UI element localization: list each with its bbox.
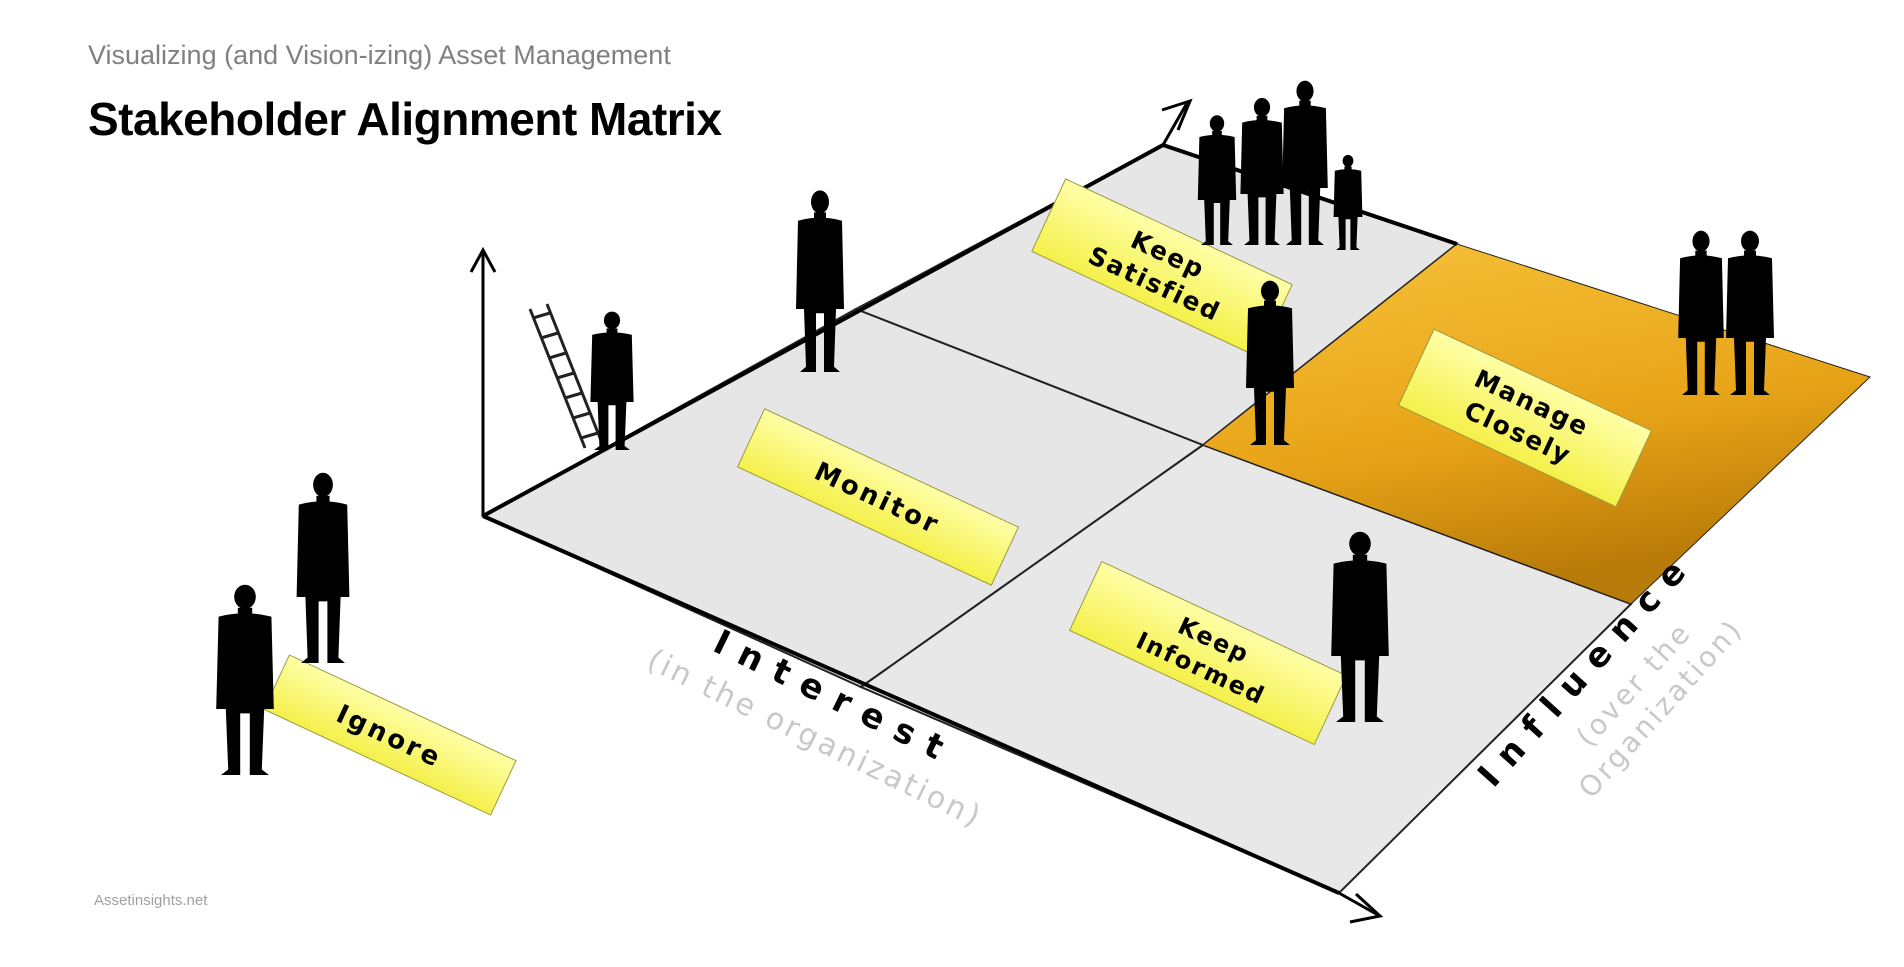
credit-text: Assetinsights.net bbox=[94, 892, 208, 909]
person-phone-ignore bbox=[296, 472, 350, 663]
person-woman-ignore bbox=[216, 584, 274, 775]
front-edge bbox=[482, 514, 1340, 895]
influence-axis-arrow bbox=[1338, 891, 1384, 924]
slide-subtitle: Visualizing (and Vision-izing) Asset Man… bbox=[88, 40, 671, 70]
vertical-axis-arrow bbox=[469, 246, 497, 516]
interest-edge bbox=[482, 143, 1164, 518]
slide-title: Stakeholder Alignment Matrix bbox=[88, 93, 722, 145]
ladder-illustration bbox=[528, 303, 604, 449]
label-card-ignore: Ignore bbox=[263, 654, 517, 816]
diagonal-axis-arrow bbox=[1161, 98, 1193, 146]
